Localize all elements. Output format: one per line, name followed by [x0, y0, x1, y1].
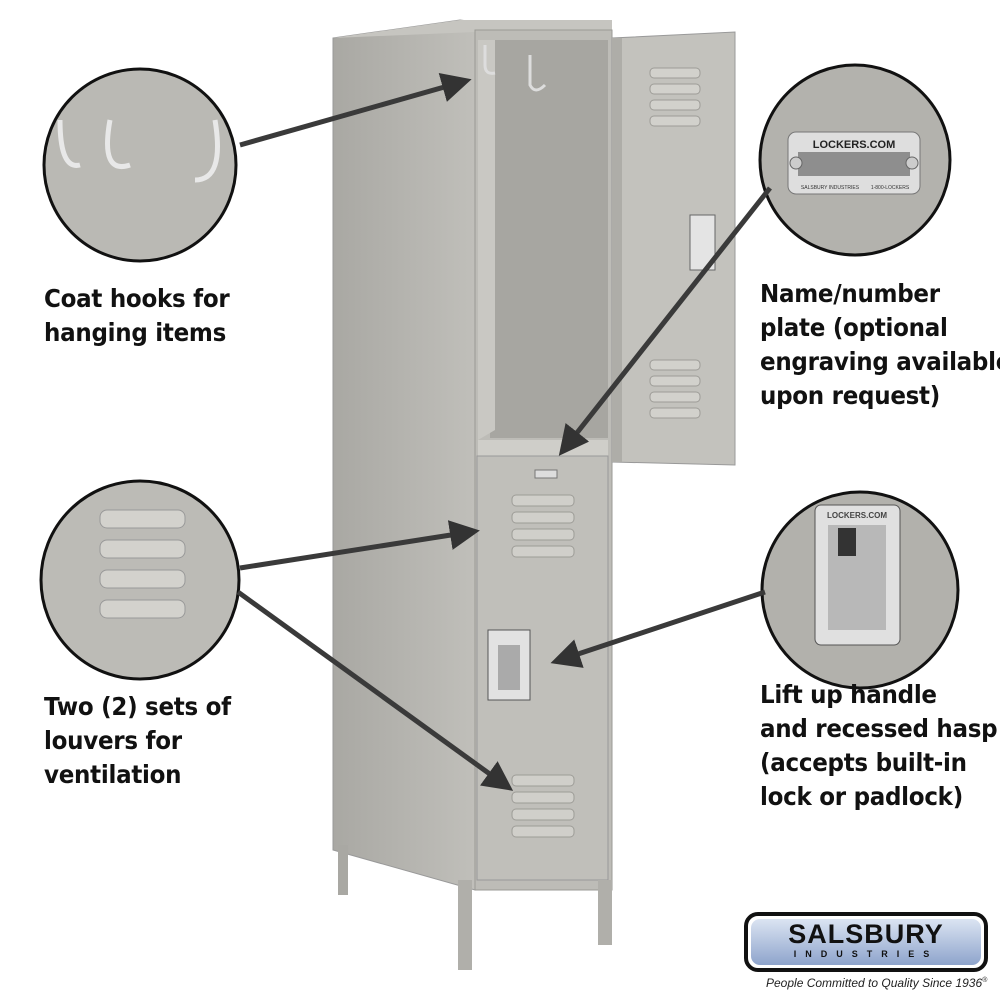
registered-mark: ® [982, 977, 988, 984]
label-line: (accepts built-in [760, 748, 967, 777]
handle-detail-circle: LOCKERS.COM [760, 490, 960, 690]
salsbury-logo: SALSBURY INDUSTRIES [744, 912, 988, 972]
coat-hooks-label: Coat hooks for hanging items [44, 282, 230, 350]
tagline-text: People Committed to Quality Since 1936 [766, 976, 983, 990]
label-line: Two (2) sets of [44, 692, 231, 721]
label-line: hanging items [44, 318, 227, 347]
arrow-name-plate [558, 186, 772, 456]
handle-text: LOCKERS.COM [827, 511, 887, 520]
label-line: Name/number [760, 279, 940, 308]
plate-footer-right: 1-800-LOCKERS [871, 185, 910, 191]
label-line: lock or padlock) [760, 782, 963, 811]
label-line: plate (optional [760, 313, 948, 342]
locker [332, 19, 736, 970]
louvers-label: Two (2) sets of louvers for ventilation [44, 690, 231, 792]
label-line: engraving available [760, 347, 1000, 376]
arrow-lower-louvers [236, 589, 514, 791]
arrow-handle [550, 589, 766, 668]
logo-tagline: People Committed to Quality Since 1936® [766, 976, 987, 990]
arrow-upper-louvers [239, 520, 480, 571]
name-plate-detail-circle: LOCKERS.COM SALSBURY INDUSTRIES 1-800-LO… [758, 63, 952, 257]
label-line: ventilation [44, 760, 182, 789]
louvers-detail-circle [39, 479, 241, 681]
label-line: louvers for [44, 726, 182, 755]
logo-name: SALSBURY [788, 919, 944, 949]
arrow-coat-hooks [239, 73, 472, 148]
label-line: and recessed hasp [760, 714, 998, 743]
label-line: upon request) [760, 381, 941, 410]
label-line: Coat hooks for [44, 284, 230, 313]
coat-hooks-detail-circle [42, 67, 238, 263]
callout-arrows [236, 73, 772, 791]
logo-subtitle: INDUSTRIES [793, 949, 939, 959]
name-plate-label: Name/number plate (optional engraving av… [760, 277, 1000, 413]
plate-footer-left: SALSBURY INDUSTRIES [801, 185, 860, 191]
plate-title: LOCKERS.COM [813, 139, 896, 151]
handle-label: Lift up handle and recessed hasp (accept… [760, 678, 998, 814]
label-line: Lift up handle [760, 680, 937, 709]
